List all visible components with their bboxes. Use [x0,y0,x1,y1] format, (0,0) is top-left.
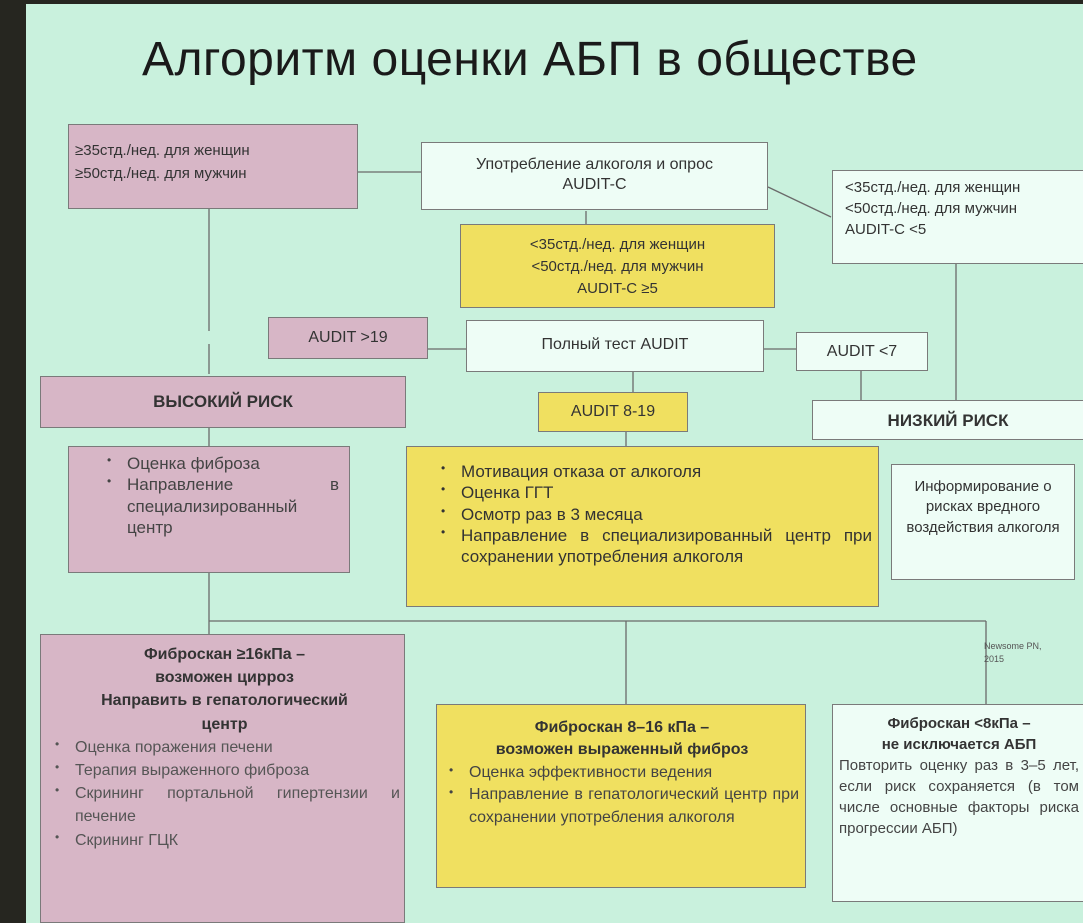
low-risk-info-box: Информирование о рисках вредного воздейс… [891,464,1075,580]
fibroscan-mid-box: Фиброскан 8–16 кПа – возможен выраженный… [436,704,806,888]
high-risk-action: Направление в специализированный центр [107,474,339,538]
mid-threshold-women: <35стд./нед. для женщин [529,236,706,253]
fibroscan-high-heading-line: центр [201,715,248,733]
fibroscan-high-box: Фиброскан ≥16кПа – возможен цирроз Напра… [40,634,405,923]
moderate-consumption-box: <35стд./нед. для женщин <50стд./нед. для… [460,224,775,308]
low-threshold-women: <35стд./нед. для женщин [845,179,1021,196]
low-threshold-audit-c: AUDIT-C <5 [845,221,927,238]
moderate-risk-action: Направление в специализированный центр п… [441,525,872,568]
audit-under-7-box: AUDIT <7 [796,332,928,371]
start-label-audit-c: AUDIT-C [562,176,627,193]
high-risk-actions-box: Оценка фиброза Направление в специализир… [68,446,350,573]
fibroscan-low-heading-line: Фиброскан <8кПа – [887,715,1031,732]
moderate-risk-actions-box: Мотивация отказа от алкоголя Оценка ГГТ … [406,446,879,607]
full-audit-test-box: Полный тест AUDIT [466,320,764,372]
fibroscan-low-heading: Фиброскан <8кПа – не исключается АБП [839,713,1079,755]
moderate-risk-action: Оценка ГГТ [441,482,872,503]
mid-threshold-audit-c: AUDIT-C ≥5 [577,279,658,297]
fibroscan-high-heading: Фиброскан ≥16кПа – возможен цирроз Напра… [49,643,400,736]
fibroscan-low-text: Повторить оценку раз в 3–5 лет, если рис… [839,757,1079,837]
reference-citation: Newsome PN, 2015 [984,640,1042,665]
fibroscan-low-heading-line: не исключается АБП [881,736,1037,753]
moderate-risk-action: Мотивация отказа от алкоголя [441,461,872,482]
fibroscan-high-item: Скрининг ГЦК [55,829,400,852]
start-label: Употребление алкоголя и опрос [476,156,713,173]
fibroscan-mid-item: Направление в гепатологический центр при… [449,784,799,829]
fibroscan-mid-list: Оценка эффективности ведения Направление… [445,762,799,829]
fibroscan-high-heading-line: Направить в гепатологический [101,692,348,710]
low-threshold-men: <50стд./нед. для мужчин [845,200,1018,217]
high-risk-box: ВЫСОКИЙ РИСК [40,376,406,428]
slide-title: Алгоритм оценки АБП в обществе [142,33,918,86]
high-threshold-men: ≥50стд./нед. для мужчин [75,165,247,183]
fibroscan-high-item: Оценка поражения печени [55,736,400,759]
audit-over-19-box: AUDIT >19 [268,317,428,359]
alcohol-use-audit-c-box: Употребление алкоголя и опрос AUDIT-C [421,142,768,210]
fibroscan-high-item: Скрининг портальной гипертензии и печени… [55,782,400,828]
fibroscan-high-heading-line: Фиброскан ≥16кПа – [144,646,305,663]
low-risk-box: НИЗКИЙ РИСК [812,400,1083,440]
reference-author: Newsome PN, [984,641,1042,651]
high-threshold-women: ≥35стд./нед. для женщин [75,142,250,159]
fibroscan-low-box: Фиброскан <8кПа – не исключается АБП Пов… [832,704,1083,902]
moderate-risk-action: Осмотр раз в 3 месяца [441,504,872,525]
high-consumption-box: ≥35стд./нед. для женщин ≥50стд./нед. для… [68,124,358,209]
fibroscan-high-item: Терапия выраженного фиброза [55,759,400,782]
fibroscan-mid-heading: Фиброскан 8–16 кПа – возможен выраженный… [445,717,799,762]
reference-year: 2015 [984,653,1005,664]
fibroscan-high-heading-line: возможен цирроз [155,669,294,687]
fibroscan-high-list: Оценка поражения печени Терапия выраженн… [49,736,400,852]
moderate-risk-actions-list: Мотивация отказа от алкоголя Оценка ГГТ … [439,461,872,567]
fibroscan-mid-item: Оценка эффективности ведения [449,762,799,784]
high-risk-actions-list: Оценка фиброза Направление в специализир… [105,453,339,538]
fibroscan-mid-heading-line: возможен выраженный фиброз [495,741,749,759]
audit-8-19-box: AUDIT 8-19 [538,392,688,432]
high-risk-action: Оценка фиброза [107,453,339,474]
low-consumption-box: <35стд./нед. для женщин <50стд./нед. для… [832,170,1083,264]
fibroscan-mid-heading-line: Фиброскан 8–16 кПа – [534,719,710,736]
mid-threshold-men: <50стд./нед. для мужчин [531,257,704,275]
slide: Алгоритм оценки АБП в обществе ≥35стд./н… [26,4,1083,923]
